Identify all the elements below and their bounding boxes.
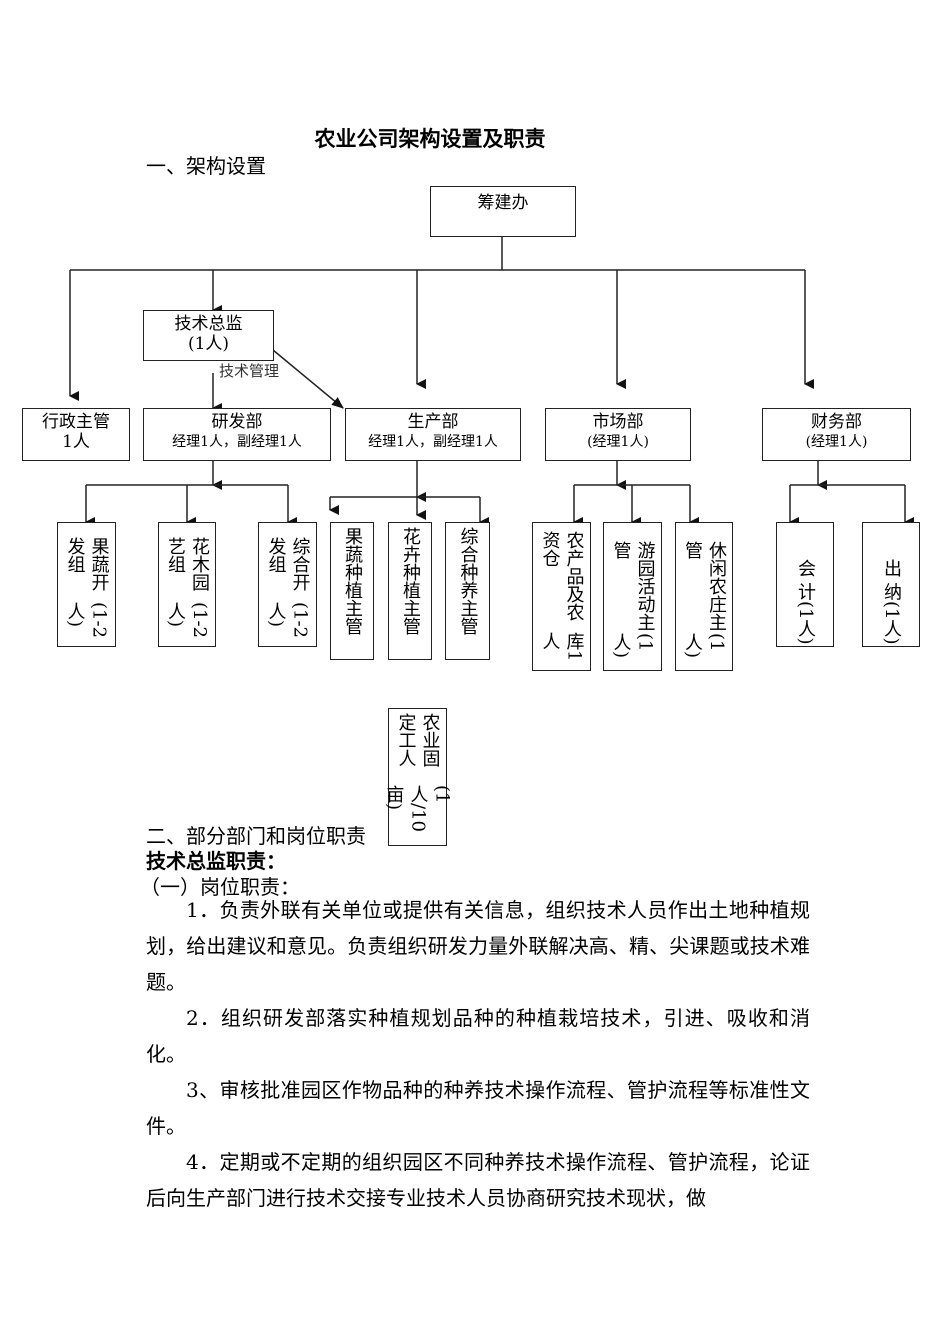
- paragraph: 4．定期或不定期的组织园区不同种养技术操作流程、管护流程，论证后向生产部门进行技…: [146, 1150, 810, 1210]
- node-label: 技术总监: [174, 314, 243, 334]
- node-sub: 经理1人，副经理1人: [368, 434, 498, 450]
- paragraph: 2．组织研发部落实种植规划品种的种植栽培技术，引进、吸收和消化。: [146, 1006, 810, 1066]
- org-node-market: 市场部 (经理1人): [545, 408, 691, 461]
- node-label: 农产品及农资仓: [539, 531, 585, 621]
- org-node-finance-role: 会 计(1人): [776, 522, 834, 647]
- org-node-market-role: 休闲农庄主管(1人): [675, 522, 733, 671]
- node-label: 行政主管: [42, 412, 110, 432]
- node-sub: (经理1人): [587, 434, 649, 450]
- org-node-rd-group: 果蔬开发组 (1-2人): [57, 522, 116, 647]
- paragraph: 1．负责外联有关单位或提供有关信息，组织技术人员作出土地种植规划，给出建议和意见…: [146, 898, 810, 994]
- org-node-production-role: 综合种养主管: [445, 522, 490, 660]
- org-node-market-role: 游园活动主管(1人): [603, 522, 662, 671]
- node-count: (1人): [682, 632, 727, 658]
- node-label: 生产部: [407, 412, 459, 432]
- org-node-rd-group: 花木园艺组 (1-2人): [158, 522, 216, 647]
- node-label: 果蔬开发组: [64, 537, 110, 591]
- node-count: (1-2人): [165, 601, 210, 638]
- node-label: 游园活动主管: [610, 541, 656, 631]
- node-sub: 1人: [62, 432, 90, 452]
- node-label: 会 计: [795, 559, 816, 601]
- node-label: 花木园艺组: [165, 537, 210, 591]
- org-node-production-role: 花卉种植主管: [388, 522, 432, 660]
- node-label: 财务部: [811, 412, 862, 432]
- section-heading: 二、部分部门和岗位职责: [146, 824, 366, 848]
- node-label: 筹建办: [477, 193, 529, 213]
- sub-section-heading: （一）岗位职责：: [140, 875, 300, 899]
- node-sub: (经理1人): [805, 434, 868, 450]
- section-heading: 一、架构设置: [146, 154, 266, 178]
- node-count: (1人): [795, 600, 816, 645]
- node-label: 出 纳: [881, 559, 902, 601]
- node-count: (1人): [881, 600, 902, 645]
- node-count: 库1人: [539, 631, 585, 662]
- subtitle: 技术总监职责：: [146, 849, 286, 873]
- org-node-production: 生产部 经理1人，副经理1人: [345, 408, 521, 461]
- org-node-market-role: 农产品及农资仓库1人: [532, 522, 591, 671]
- node-sub: 经理1人，副经理1人: [172, 434, 302, 450]
- org-node-fixed-workers: 农业固定工人 (1人/10亩): [384, 708, 453, 846]
- tech-management-note: 技术管理: [219, 362, 280, 380]
- node-label: 花卉种植主管: [400, 527, 421, 635]
- node-label: 研发部: [211, 412, 263, 432]
- document-title: 农业公司架构设置及职责: [314, 126, 546, 151]
- org-node-tech-director: 技术总监 (1人): [143, 310, 274, 361]
- node-count: (1-2人): [265, 601, 311, 638]
- org-node-finance: 财务部 (经理1人): [762, 408, 911, 461]
- org-node-admin: 行政主管 1人: [22, 408, 130, 461]
- org-node-rd: 研发部 经理1人，副经理1人: [143, 408, 331, 461]
- node-count: (1人): [610, 632, 656, 658]
- duties-body: 1．负责外联有关单位或提供有关信息，组织技术人员作出土地种植规划，给出建议和意见…: [146, 892, 810, 1216]
- org-node-rd-group: 综合开发组 (1-2人): [258, 522, 317, 647]
- node-label: 休闲农庄主管: [682, 541, 727, 631]
- node-count: (1人/10亩): [383, 784, 453, 832]
- node-count: (1-2人): [64, 601, 110, 638]
- node-label: 市场部: [592, 412, 644, 432]
- paragraph: 3、审核批准园区作物品种的种养技术操作流程、管护流程等标准性文件。: [146, 1078, 810, 1138]
- org-node-production-role: 果蔬种植主管: [330, 522, 374, 660]
- org-chart-connectors: [69, 236, 914, 527]
- org-node-root: 筹建办: [430, 186, 576, 237]
- node-count: (1人): [187, 334, 230, 354]
- node-label: 综合种养主管: [457, 527, 479, 635]
- org-node-finance-role: 出 纳(1人): [862, 522, 920, 647]
- node-label: 综合开发组: [265, 537, 311, 591]
- node-label: 果蔬种植主管: [342, 527, 363, 635]
- node-label: 农业固定工人: [395, 713, 441, 767]
